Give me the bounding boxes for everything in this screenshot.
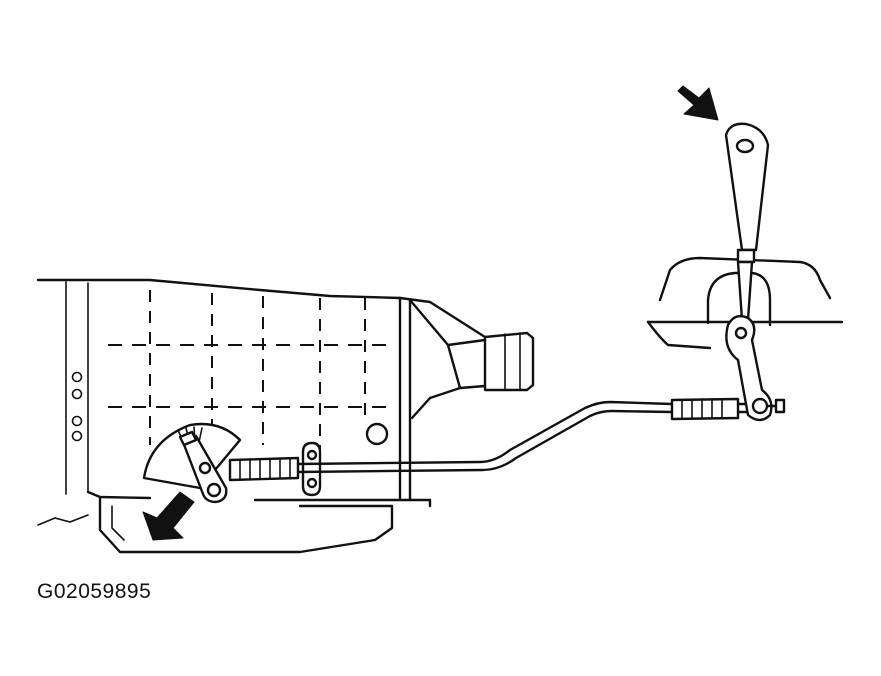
case-plug [365,422,389,446]
shift-cable [296,400,674,474]
cable-bracket [301,441,322,497]
indicator-arrow-transmission-lever [142,491,195,541]
manual-shift-lever [724,122,786,422]
bolt-holes [71,371,83,442]
indicator-arrow-shift-lever [677,85,719,121]
figure-id-label: G02059895 [37,580,152,603]
oil-pan [37,495,394,554]
cable-boot-shifter [670,397,754,421]
tailshaft-housing [398,296,535,420]
shift-selector-lever [142,422,242,504]
cable-boot-transmission [228,456,300,482]
